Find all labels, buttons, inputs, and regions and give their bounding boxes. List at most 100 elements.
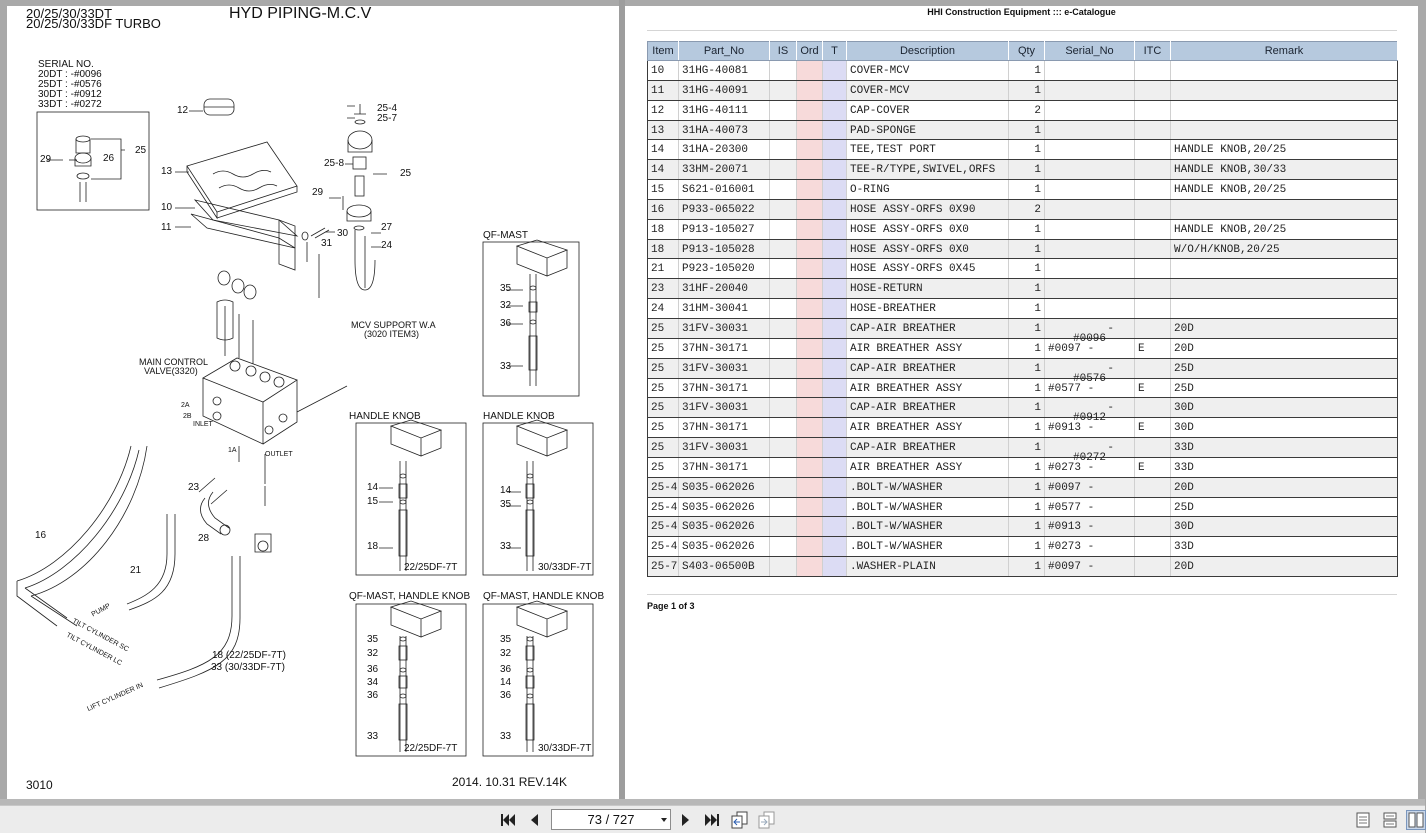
col-ord[interactable]: Ord	[796, 41, 823, 61]
cell-serial-no	[1044, 159, 1135, 181]
hk-callout-14: 14	[367, 482, 379, 493]
serial-overflow: #0912	[1073, 412, 1107, 425]
cell-item: 12	[647, 100, 679, 121]
label-main-control: MAIN CONTROL	[139, 357, 209, 367]
cell-itc	[1134, 516, 1171, 538]
col-qty[interactable]: Qty	[1008, 41, 1045, 61]
next-page-icon[interactable]	[677, 811, 695, 829]
continuous-view-icon[interactable]	[1381, 810, 1399, 830]
qh-callout-34: 34	[367, 677, 379, 688]
cell-itc	[1134, 219, 1171, 240]
cell-remark: 20D	[1170, 556, 1398, 577]
prev-page-icon[interactable]	[525, 811, 543, 829]
cell-serial-no	[1044, 258, 1135, 280]
cell-ord	[796, 179, 823, 200]
model-line-2: 20/25/30/33DF TURBO	[26, 16, 161, 31]
first-page-icon[interactable]	[499, 811, 517, 829]
cell-is	[769, 437, 797, 458]
cell-itc: E	[1134, 417, 1171, 439]
cell-item: 25	[647, 457, 679, 478]
cell-part-no: 31HA-40073	[678, 120, 770, 141]
chevron-down-icon[interactable]	[661, 818, 667, 822]
cell-item: 25	[647, 338, 679, 359]
cell-serial-no	[1044, 199, 1135, 220]
col-description[interactable]: Description	[846, 41, 1009, 61]
cell-description: .BOLT-W/WASHER	[846, 477, 1009, 498]
cell-description: AIR BREATHER ASSY	[846, 417, 1009, 439]
cell-part-no: 37HN-30171	[678, 338, 770, 359]
cell-serial-no: -#0912	[1044, 397, 1135, 424]
cell-item: 13	[647, 120, 679, 141]
go-forward-icon[interactable]	[758, 811, 776, 829]
navigation-toolbar: 73 / 727	[0, 805, 1426, 833]
serial-title: SERIAL NO.	[38, 59, 94, 70]
cell-qty: 1	[1008, 318, 1045, 339]
cell-is	[769, 159, 797, 181]
cell-is	[769, 318, 797, 339]
page-number-select[interactable]: 73 / 727	[551, 809, 671, 830]
cell-part-no: 37HN-30171	[678, 378, 770, 399]
cell-item: 14	[647, 159, 679, 181]
col-part-no[interactable]: Part_No	[678, 41, 770, 61]
two-page-view-icon[interactable]	[1406, 810, 1426, 830]
go-back-icon[interactable]	[731, 811, 749, 829]
cell-remark: HANDLE KNOB,20/25	[1170, 139, 1398, 161]
single-page-view-icon[interactable]	[1354, 810, 1372, 830]
label-qf-handle-a: QF-MAST, HANDLE KNOB	[349, 591, 471, 602]
hk-callout-15: 15	[367, 496, 379, 507]
cell-is	[769, 179, 797, 200]
col-serial-no[interactable]: Serial_No	[1044, 41, 1135, 61]
cell-item: 18	[647, 239, 679, 260]
col-remark[interactable]: Remark	[1170, 41, 1398, 61]
cell-ord	[796, 477, 823, 498]
cell-is	[769, 219, 797, 240]
col-t[interactable]: T	[822, 41, 847, 61]
col-is[interactable]: IS	[769, 41, 797, 61]
cell-ord	[796, 120, 823, 141]
last-page-icon[interactable]	[703, 811, 721, 829]
cell-item: 10	[647, 60, 679, 81]
cell-remark: 20D	[1170, 477, 1398, 498]
col-itc[interactable]: ITC	[1134, 41, 1171, 61]
cell-description: AIR BREATHER ASSY	[846, 338, 1009, 359]
horizontal-scrollbar[interactable]	[0, 799, 1425, 805]
cell-serial-no: #0097 -	[1044, 556, 1135, 577]
col-item[interactable]: Item	[647, 41, 679, 61]
cell-part-no: S621-016001	[678, 179, 770, 200]
cell-description: .WASHER-PLAIN	[846, 556, 1009, 577]
cell-qty: 1	[1008, 139, 1045, 161]
cell-item: 25	[647, 417, 679, 439]
cell-ord	[796, 100, 823, 121]
label-mcv-support: MCV SUPPORT W.A	[351, 320, 436, 330]
cell-description: AIR BREATHER ASSY	[846, 378, 1009, 399]
cell-remark: 30D	[1170, 397, 1398, 419]
qf-callout-32: 32	[500, 300, 512, 311]
cell-description: HOSE ASSY-ORFS 0X90	[846, 199, 1009, 220]
